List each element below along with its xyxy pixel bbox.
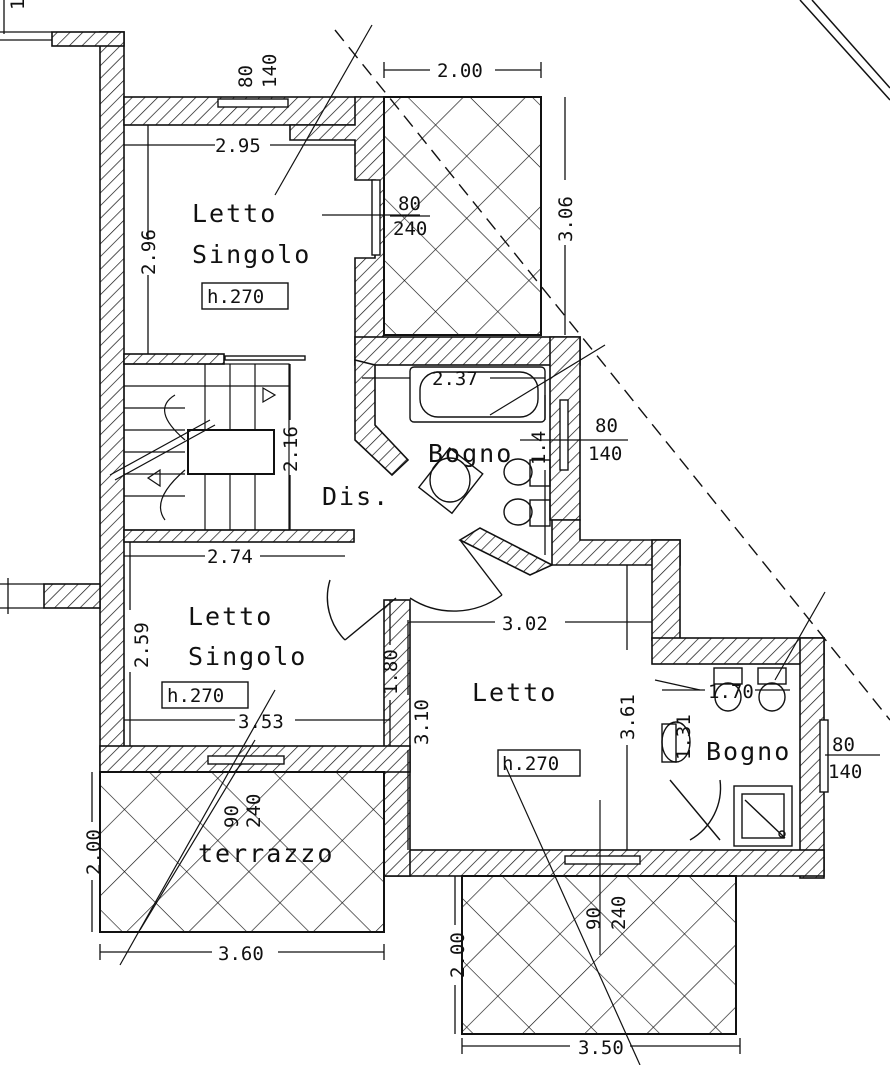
bathtub [409,366,546,423]
bed2-height: h.270 [167,685,224,707]
roof-dashed-line [334,29,890,721]
dim-bath2-fixture: 1.31 [673,714,695,760]
dim-bed2-width: 2.74 [207,546,253,568]
win-bottom-w: 90 [583,907,605,930]
sink-1 [429,457,471,503]
toilet-1 [503,458,533,486]
win-terrace-h: 240 [243,794,265,828]
win-bath1-w: 80 [595,415,618,437]
bed3-height: h.270 [502,753,559,775]
bed1-height: h.270 [207,286,264,308]
win-bed1-w: 80 [398,193,421,215]
bath1-name: Bogno [428,439,513,468]
dimension-lines [91,62,790,1054]
dim-bed2-inner: 3.53 [238,711,284,733]
dim-stair-depth: 2.16 [280,426,302,472]
dim-bath2-width: 1.70 [708,681,754,703]
roof-edge-lines [799,0,890,101]
win-bed1-h: 240 [393,218,427,240]
bidet-1 [503,498,533,526]
dim-bath1-side: 1.4 [528,431,550,465]
bed2-name-2: Singolo [188,642,307,671]
dim-bed2-depth: 2.59 [131,622,153,668]
dim-bed3-width: 3.02 [502,613,548,635]
bath2-name: Bogno [706,737,791,766]
terrace-name: terrazzo [198,839,334,868]
win-bath1-h: 140 [588,443,622,465]
dim-balcony-top-depth: 3.06 [555,196,577,242]
dim-terrace-width: 3.60 [218,943,264,965]
bed3-name: Letto [472,678,557,707]
leader-lines [119,24,880,1065]
doors [326,539,722,841]
dim-bed1-depth: 2.96 [138,229,160,275]
windows [207,98,829,865]
bed1-height-box [201,282,289,310]
win-top-w: 80 [235,65,257,88]
shower [733,785,793,847]
bed3-height-box [497,749,581,777]
dim-bed3-depth: 3.61 [617,694,639,740]
dim-balcony-bottom-width: 3.50 [578,1037,624,1059]
dim-top-left-cut: 12 [7,0,29,10]
balcony-bottom [461,875,737,1035]
win-bottom-h: 240 [608,896,630,930]
toilet-2 [714,682,742,712]
win-top-h: 140 [259,54,281,88]
win-terrace-w: 90 [221,805,243,828]
staircase [109,363,290,531]
left-stubs [0,0,52,614]
bath-fixtures [409,366,793,847]
terrace-area [99,771,385,933]
win-bath2-h: 140 [828,761,862,783]
dim-balcony-top-width: 2.00 [437,60,483,82]
dim-bed3-side: 3.10 [411,699,433,745]
bed1-name-1: Letto [192,199,277,228]
bed2-name-1: Letto [188,602,273,631]
bed2-height-box [161,681,249,709]
dim-bed1-width: 2.95 [215,135,261,157]
dim-terrace-depth: 2.00 [83,829,105,875]
bed1-name-2: Singolo [192,240,311,269]
dim-bed2-side: 1.80 [380,649,402,695]
hall-name: Dis. [322,482,390,511]
dim-bath1-tub: 2.37 [432,368,478,390]
win-bath2-w: 80 [832,734,855,756]
bidet-2 [758,682,786,712]
dim-balcony-bottom-depth: 2.00 [447,932,469,978]
